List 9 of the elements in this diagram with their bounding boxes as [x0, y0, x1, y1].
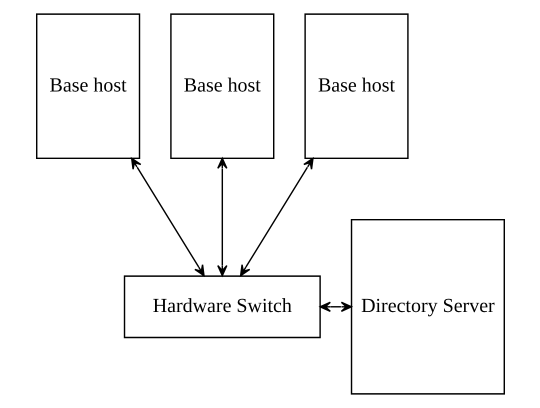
arrow [239, 158, 314, 276]
node-box: Base host [304, 13, 408, 160]
node-box: Base host [36, 13, 140, 160]
node-box: Directory Server [350, 219, 504, 395]
node-box: Base host [170, 13, 274, 160]
arrow [130, 158, 204, 276]
node-box: Hardware Switch [123, 275, 320, 338]
arrow [216, 158, 228, 276]
arrow [319, 302, 352, 312]
